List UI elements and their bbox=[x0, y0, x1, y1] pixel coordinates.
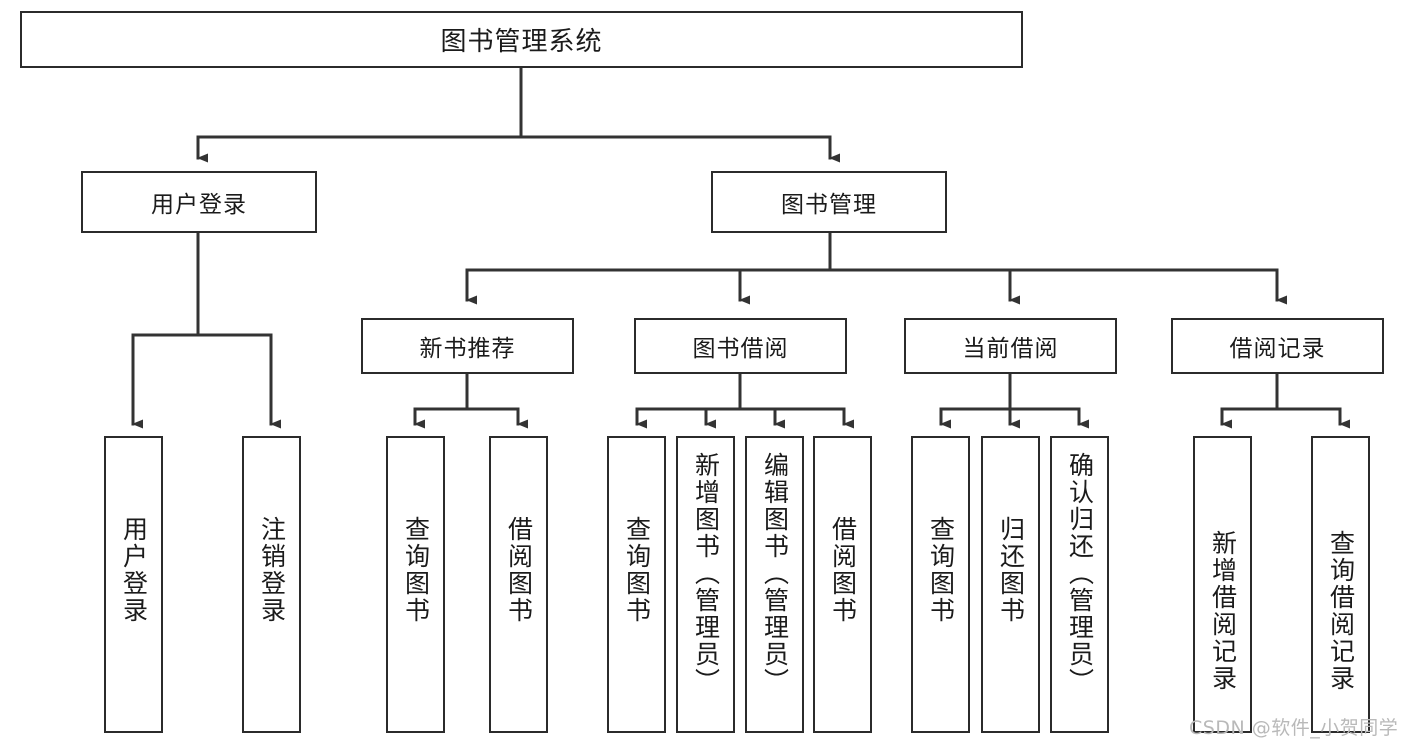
node-leaf-logout[interactable]: 注销登录 bbox=[242, 436, 301, 733]
node-current-borrow[interactable]: 当前借阅 bbox=[904, 318, 1117, 374]
node-leaf-borrow-book-2[interactable]: 借阅图书 bbox=[813, 436, 872, 733]
node-leaf-add-book-admin[interactable]: 新增图书（管理员） bbox=[676, 436, 735, 733]
node-leaf-confirm-return-admin-label: 确认归还（管理员） bbox=[1065, 452, 1095, 695]
node-leaf-query-record[interactable]: 查询借阅记录 bbox=[1311, 436, 1370, 733]
node-book-manage[interactable]: 图书管理 bbox=[711, 171, 947, 233]
node-leaf-query-book-3-label: 查询图书 bbox=[926, 516, 956, 624]
node-new-book-recommend-label: 新书推荐 bbox=[419, 336, 516, 362]
node-leaf-query-book-2-label: 查询图书 bbox=[622, 516, 652, 624]
node-leaf-query-book-1[interactable]: 查询图书 bbox=[386, 436, 445, 733]
node-user-login[interactable]: 用户登录 bbox=[81, 171, 317, 233]
node-borrow-record-label: 借阅记录 bbox=[1229, 336, 1326, 362]
node-leaf-borrow-book-1[interactable]: 借阅图书 bbox=[489, 436, 548, 733]
node-book-borrow[interactable]: 图书借阅 bbox=[634, 318, 847, 374]
node-leaf-add-record-label: 新增借阅记录 bbox=[1208, 530, 1238, 692]
node-leaf-confirm-return-admin[interactable]: 确认归还（管理员） bbox=[1050, 436, 1109, 733]
node-leaf-query-book-2[interactable]: 查询图书 bbox=[607, 436, 666, 733]
node-root[interactable]: 图书管理系统 bbox=[20, 11, 1023, 68]
node-book-borrow-label: 图书借阅 bbox=[692, 336, 789, 362]
node-leaf-user-login[interactable]: 用户登录 bbox=[104, 436, 163, 733]
node-leaf-query-record-label: 查询借阅记录 bbox=[1326, 530, 1356, 692]
node-leaf-edit-book-admin-label: 编辑图书（管理员） bbox=[760, 452, 790, 695]
node-leaf-add-book-admin-label: 新增图书（管理员） bbox=[691, 452, 721, 695]
node-leaf-return-book-label: 归还图书 bbox=[996, 516, 1026, 624]
node-leaf-edit-book-admin[interactable]: 编辑图书（管理员） bbox=[745, 436, 804, 733]
node-leaf-logout-label: 注销登录 bbox=[257, 516, 287, 624]
node-borrow-record[interactable]: 借阅记录 bbox=[1171, 318, 1384, 374]
node-leaf-add-record[interactable]: 新增借阅记录 bbox=[1193, 436, 1252, 733]
node-leaf-borrow-book-2-label: 借阅图书 bbox=[828, 516, 858, 624]
node-current-borrow-label: 当前借阅 bbox=[962, 336, 1059, 362]
node-new-book-recommend[interactable]: 新书推荐 bbox=[361, 318, 574, 374]
node-leaf-user-login-label: 用户登录 bbox=[119, 516, 149, 624]
node-user-login-label: 用户登录 bbox=[151, 192, 247, 218]
node-leaf-return-book[interactable]: 归还图书 bbox=[981, 436, 1040, 733]
node-root-label: 图书管理系统 bbox=[440, 27, 603, 57]
node-leaf-query-book-3[interactable]: 查询图书 bbox=[911, 436, 970, 733]
node-leaf-borrow-book-1-label: 借阅图书 bbox=[504, 516, 534, 624]
watermark: CSDN @软件_小贺同学 bbox=[1189, 717, 1399, 739]
node-book-manage-label: 图书管理 bbox=[781, 192, 877, 218]
node-leaf-query-book-1-label: 查询图书 bbox=[401, 516, 431, 624]
